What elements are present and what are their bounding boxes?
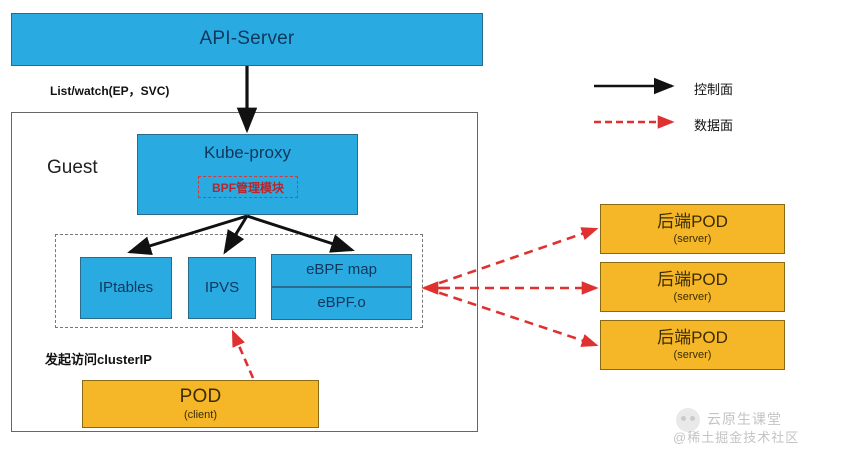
list-watch-label: List/watch(EP，SVC): [50, 84, 170, 98]
watermark-line-2: @稀土掘金技术社区: [673, 430, 800, 445]
ebpf-map-box[interactable]: eBPF map: [271, 254, 412, 287]
kube-proxy-label: Kube-proxy: [204, 143, 291, 162]
server-pod-label-1: 后端POD: [657, 211, 728, 231]
guest-label: Guest: [47, 157, 98, 178]
server-pod-label-3: 后端POD: [657, 327, 728, 347]
api-server-label: API-Server: [199, 28, 295, 50]
server-pod-sublabel-2: (server): [673, 291, 712, 304]
server-pod-label-2: 后端POD: [657, 269, 728, 289]
ebpf-map-label: eBPF map: [306, 261, 377, 279]
client-pod-box[interactable]: POD (client): [82, 380, 319, 428]
legend-label-data-plane: 数据面: [694, 118, 734, 133]
server-pod-box-2[interactable]: 后端POD (server): [600, 262, 785, 312]
ipvs-label: IPVS: [204, 278, 240, 296]
bpf-management-module-box[interactable]: BPF管理模块: [198, 176, 298, 198]
iptables-box[interactable]: IPtables: [80, 257, 172, 319]
server-pod-sublabel-1: (server): [673, 233, 712, 246]
ipvs-box[interactable]: IPVS: [188, 257, 256, 319]
client-pod-sublabel: (client): [183, 409, 217, 422]
iptables-label: IPtables: [98, 278, 154, 296]
api-server-box[interactable]: API-Server: [11, 13, 483, 66]
kube-proxy-box[interactable]: Kube-proxy: [137, 134, 358, 215]
server-pod-sublabel-3: (server): [673, 349, 712, 362]
server-pod-box-3[interactable]: 后端POD (server): [600, 320, 785, 370]
watermark-line-1: 云原生课堂: [707, 411, 782, 427]
client-pod-label: POD: [179, 385, 222, 407]
access-clusterip-label: 发起访问clusterIP: [45, 352, 152, 367]
ebpf-object-label: eBPF.o: [317, 294, 366, 312]
ebpf-object-box[interactable]: eBPF.o: [271, 287, 412, 320]
server-pod-box-1[interactable]: 后端POD (server): [600, 204, 785, 254]
watermark-logo-icon: [676, 408, 700, 432]
legend-label-control-plane: 控制面: [694, 82, 734, 97]
